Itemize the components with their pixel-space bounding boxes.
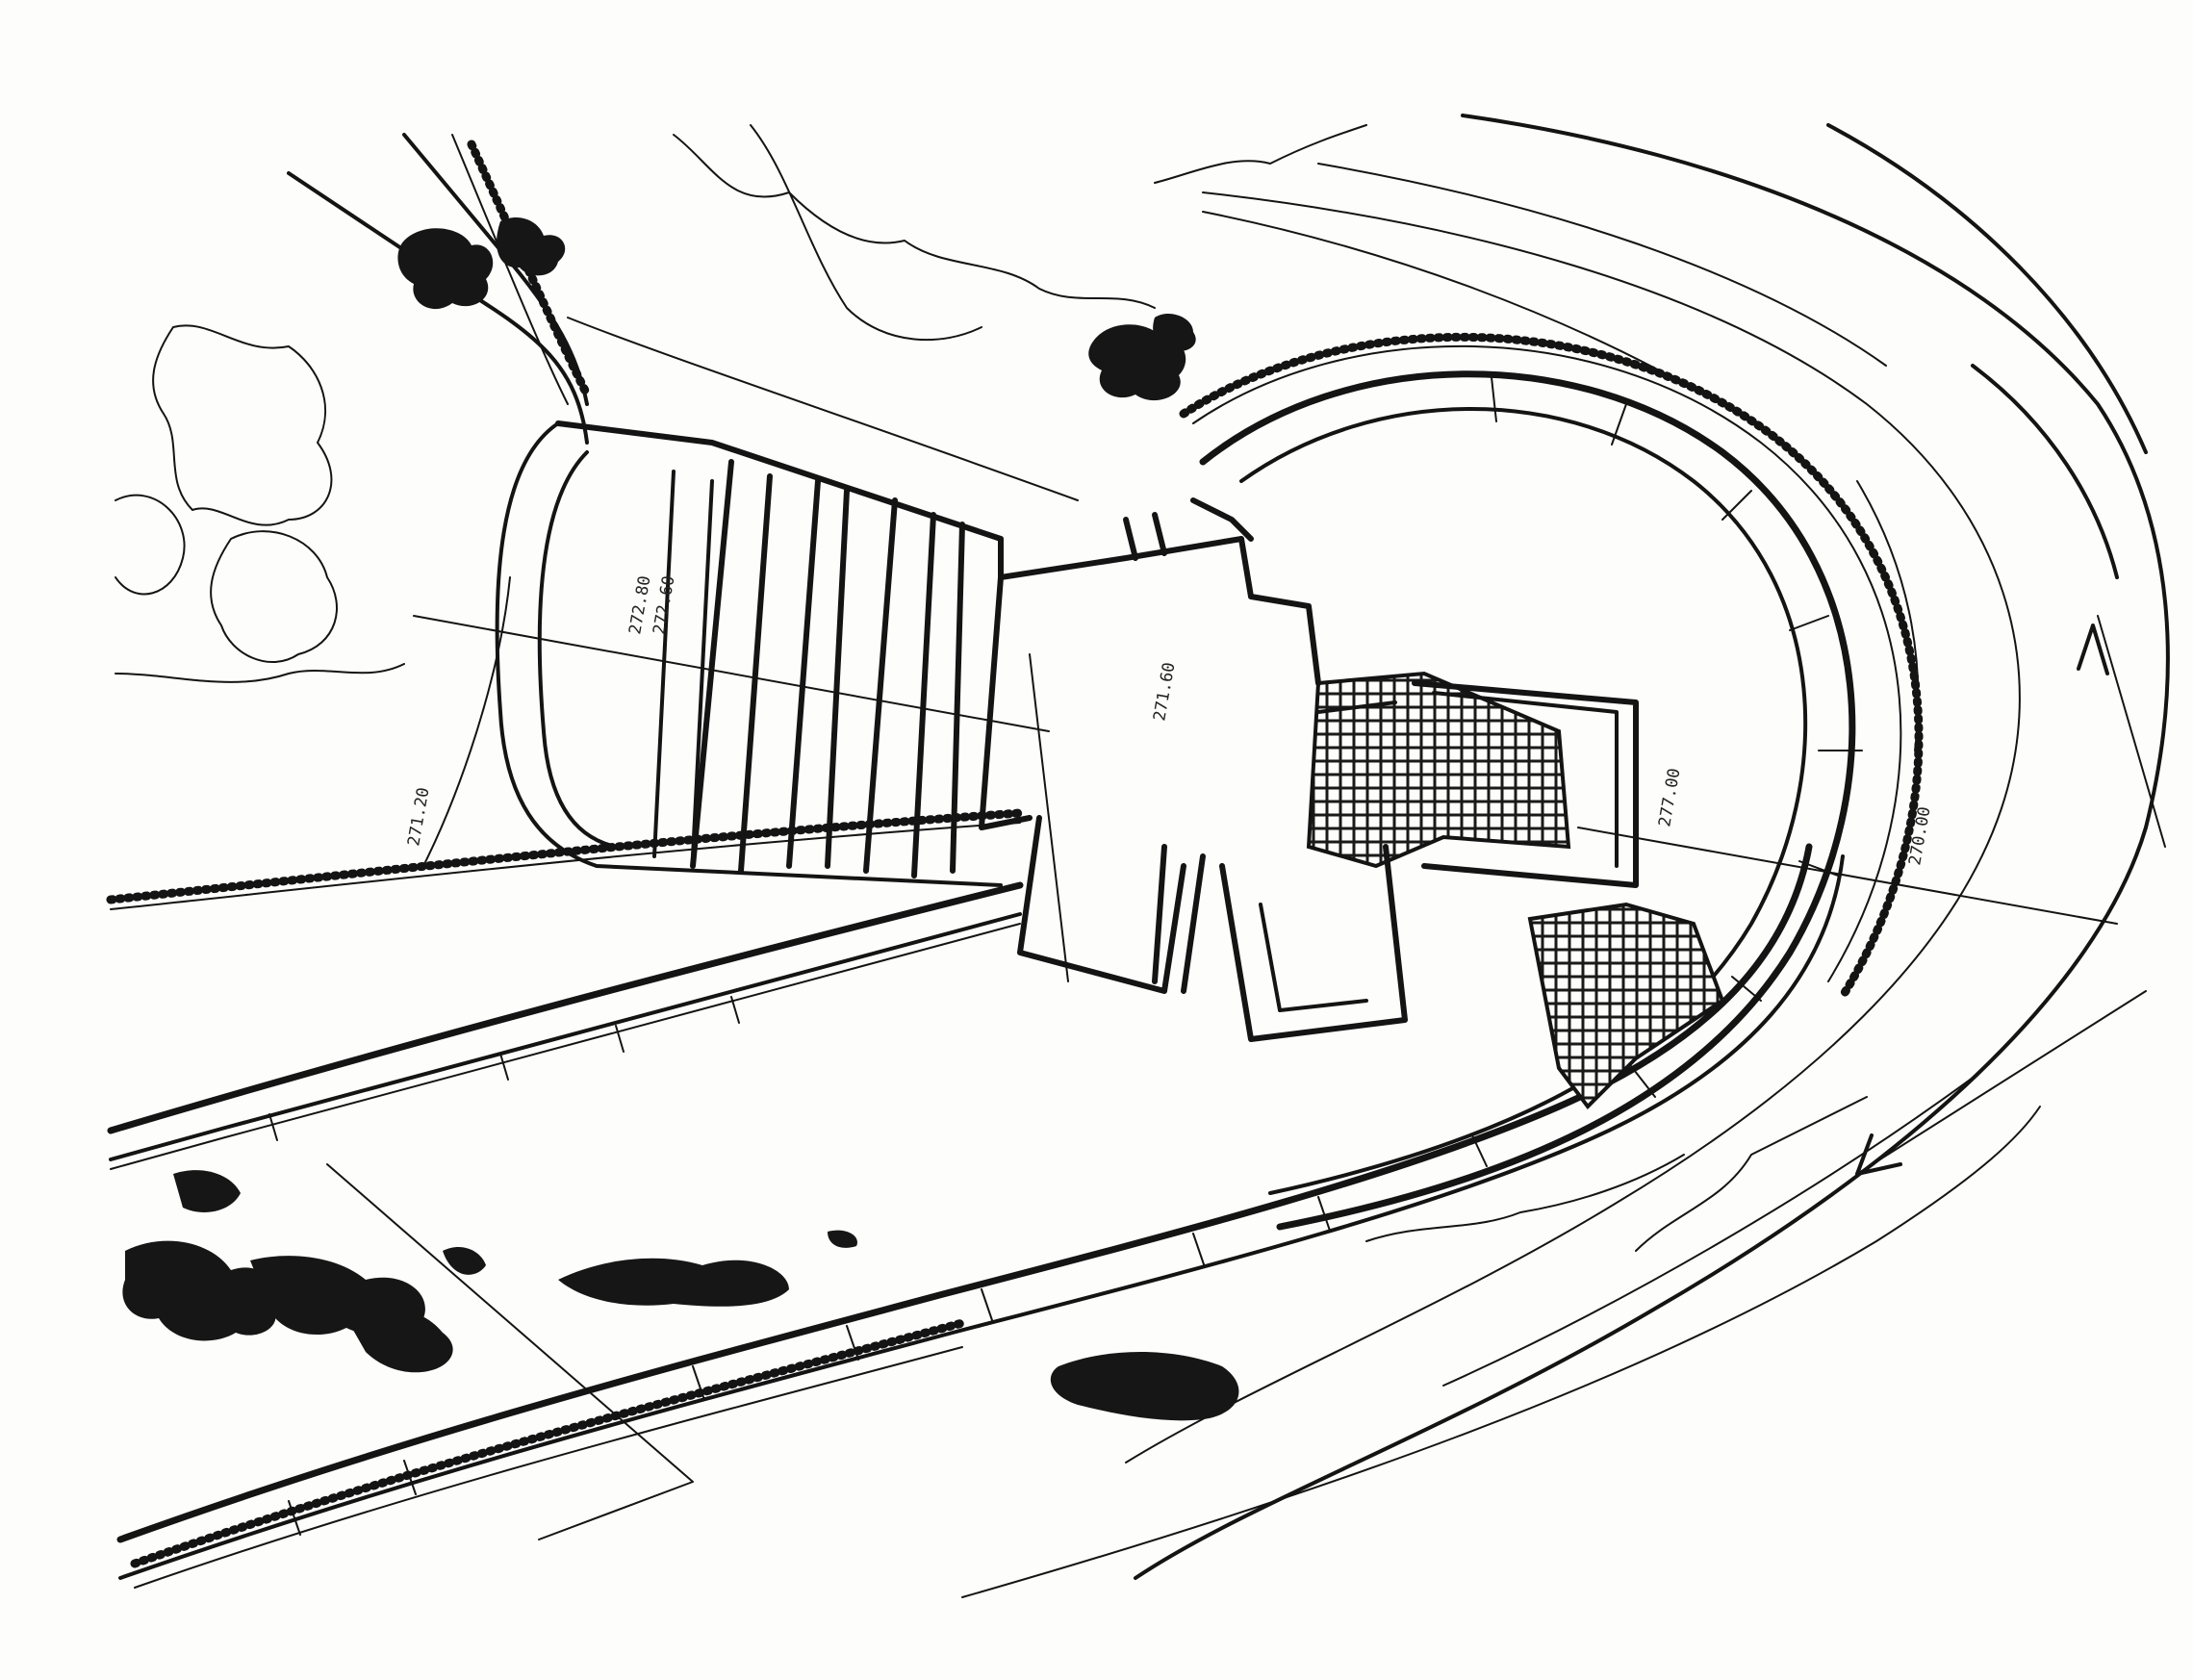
elevation-label: 271.20 xyxy=(404,786,433,848)
shrub-outlines xyxy=(115,124,1868,1252)
terrain-contours xyxy=(961,114,2170,1598)
section-line xyxy=(413,615,2166,1176)
stadium-ring xyxy=(1179,332,1924,1231)
ramp-band xyxy=(106,808,1845,1589)
elevation-label: 277.00 xyxy=(1655,767,1684,828)
seating-blocks xyxy=(1306,671,1725,1110)
elevation-label: 272.60 xyxy=(650,574,678,636)
elevation-label: 271.60 xyxy=(1150,661,1179,723)
central-complex xyxy=(979,497,1639,1042)
left-court xyxy=(495,420,1004,887)
tree-clusters xyxy=(122,216,1239,1421)
elevation-labels: 272.80 272.60 271.60 271.20 277.00 270.0… xyxy=(404,574,1934,867)
